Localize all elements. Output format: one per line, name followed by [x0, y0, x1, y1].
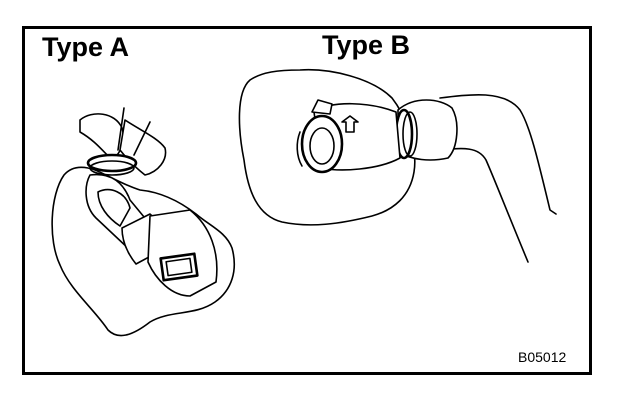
type-b-illustration — [238, 68, 557, 263]
type-b-direction-arrow — [341, 115, 359, 133]
type-b-background-shape — [238, 68, 416, 226]
type-b-connector-tab — [311, 99, 333, 115]
type-b-label: Type B — [322, 30, 411, 60]
type-a-clamp-ring — [86, 153, 138, 173]
type-a-hose-end — [79, 113, 125, 161]
figure-code: B05012 — [518, 349, 567, 365]
type-b-pipe-lower — [439, 147, 529, 263]
type-b-connector-bore — [309, 127, 335, 165]
type-a-illustration — [51, 107, 236, 337]
type-b-clamp-inner — [402, 111, 418, 157]
type-a-connector-window-inner — [165, 257, 193, 277]
type-a-pointer-line-2 — [133, 121, 151, 156]
type-a-pipe-collar — [97, 188, 131, 227]
type-a-pointer-line-1 — [117, 107, 125, 151]
type-a-label: Type A — [42, 32, 130, 62]
type-b-connector-rim — [296, 131, 303, 167]
type-b-pipe-upper — [439, 93, 557, 215]
figure-frame — [22, 26, 592, 375]
type-a-connector-window — [159, 252, 199, 282]
type-a-clamp-ring-inner — [89, 160, 135, 176]
